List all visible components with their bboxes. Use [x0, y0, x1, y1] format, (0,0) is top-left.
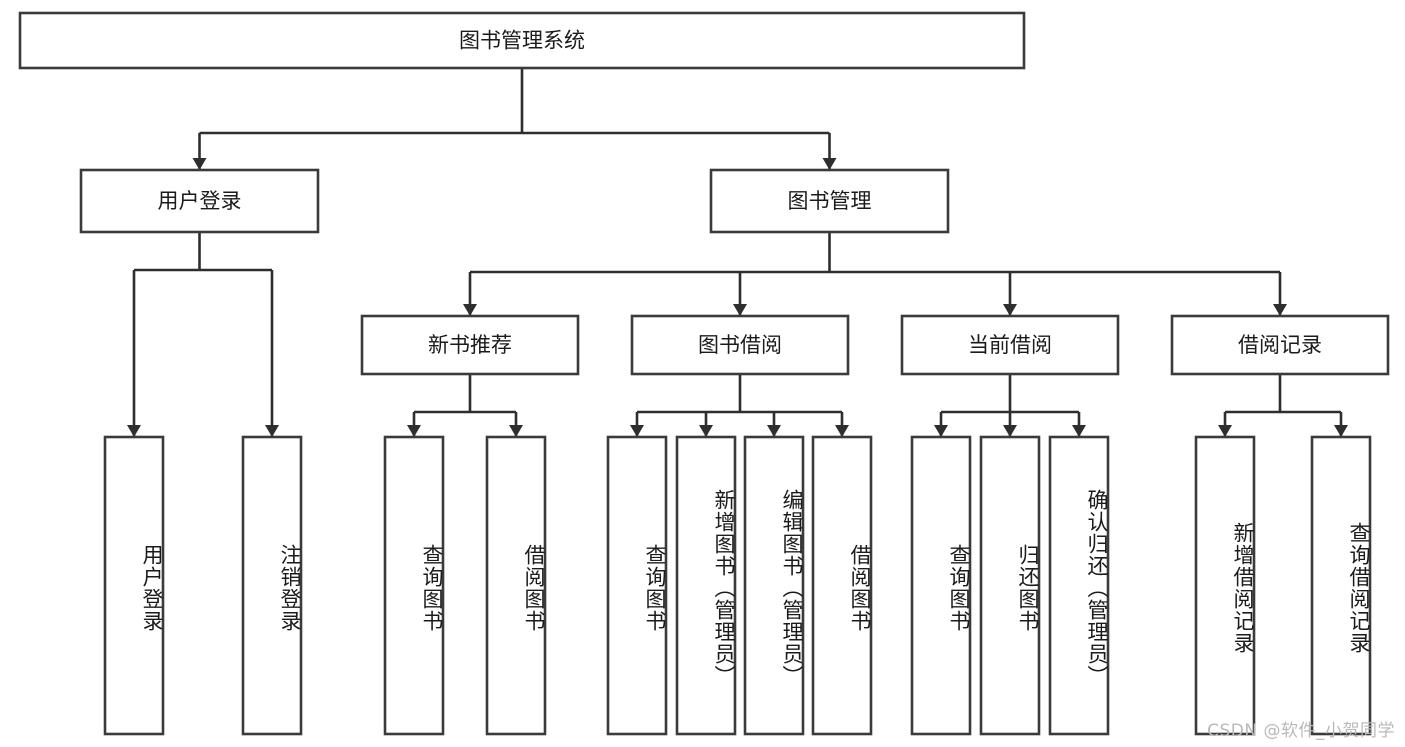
node-root-图书管理系统[interactable]: [18, 11, 1026, 70]
node-leaf-query-book-rec[interactable]: [383, 435, 445, 736]
node-leaf-borrow-book-rec[interactable]: [485, 435, 547, 736]
node-leaf-user-login[interactable]: [103, 435, 165, 736]
node-book-management-label: 图书管理: [788, 189, 872, 213]
node-root-label: 图书管理系统: [459, 29, 585, 53]
node-leaf-add-borrow-record[interactable]: [1194, 435, 1256, 736]
node-leaf-edit-book-admin[interactable]: [743, 435, 805, 736]
node-borrow-record[interactable]: [1170, 314, 1390, 376]
node-borrow-record-label: 借阅记录: [1238, 333, 1322, 357]
node-leaf-logout[interactable]: [241, 435, 303, 736]
node-leaf-confirm-return-admin[interactable]: [1048, 435, 1110, 736]
node-leaf-return-book[interactable]: [979, 435, 1041, 736]
node-leaf-query-book-borrow[interactable]: [606, 435, 668, 736]
node-new-book-recommend-label: 新书推荐: [428, 333, 512, 357]
boxes-layer: [18, 11, 1390, 736]
node-book-management[interactable]: [709, 168, 950, 234]
node-leaf-query-borrow-record[interactable]: [1310, 435, 1372, 736]
connectors-layer: [127, 68, 1348, 437]
node-user-login[interactable]: [79, 168, 320, 234]
node-user-login-label: 用户登录: [158, 189, 242, 213]
node-new-book-recommend[interactable]: [360, 314, 580, 376]
node-current-borrow[interactable]: [900, 314, 1120, 376]
watermark-text: CSDN @软件_小贺同学: [1207, 721, 1395, 741]
node-current-borrow-label: 当前借阅: [968, 333, 1052, 357]
node-book-borrow-label: 图书借阅: [698, 333, 782, 357]
node-book-borrow[interactable]: [630, 314, 850, 376]
node-leaf-borrow-book[interactable]: [811, 435, 873, 736]
node-leaf-query-book-cur[interactable]: [910, 435, 972, 736]
node-leaf-add-book-admin[interactable]: [675, 435, 737, 736]
